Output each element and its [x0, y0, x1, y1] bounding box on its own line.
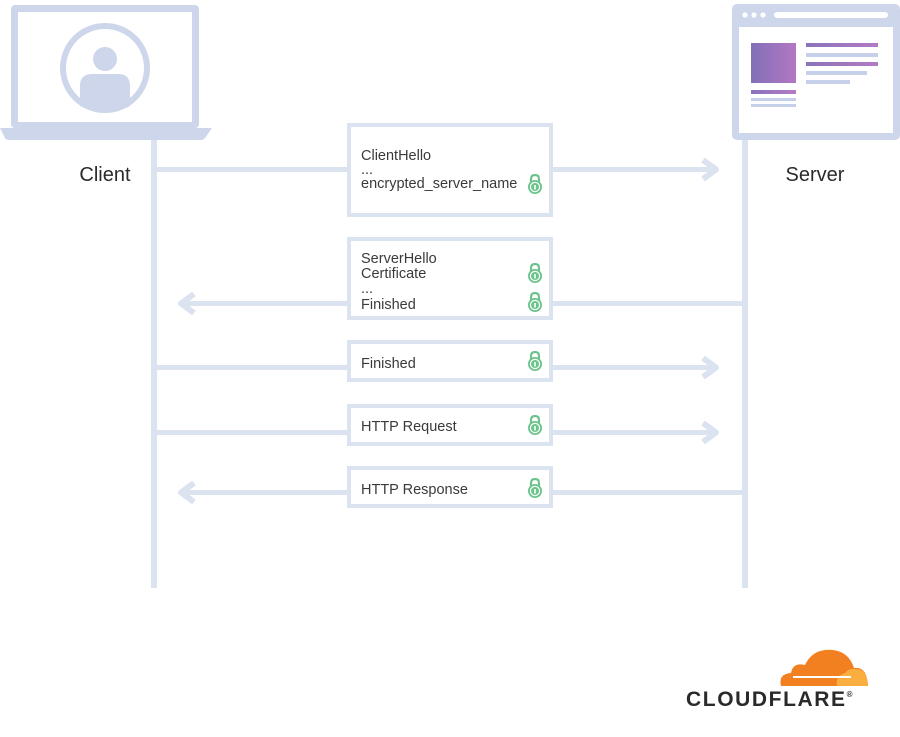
message-server-hello: ServerHello Certificate ... Finished: [347, 237, 553, 320]
lock-icon: [528, 291, 542, 312]
image-placeholder: [751, 43, 796, 83]
message-line: HTTP Response: [361, 482, 468, 498]
arrow-client-hello: [157, 157, 719, 182]
message-line: ...: [361, 162, 374, 178]
message-line: ...: [361, 281, 374, 297]
window-dot-icon: [760, 12, 766, 18]
client-laptop-icon: [0, 5, 212, 140]
message-http-request: HTTP Request: [347, 404, 553, 446]
window-dot-icon: [751, 12, 757, 18]
lock-icon: [528, 350, 542, 371]
server-label: Server: [785, 164, 845, 186]
cloudflare-cloud-icon: [780, 649, 868, 686]
message-client-finished: Finished: [347, 340, 553, 382]
message-http-response: HTTP Response: [347, 466, 553, 508]
message-line: Finished: [361, 297, 416, 313]
message-client-hello: ClientHello ... encrypted_server_name: [347, 123, 553, 217]
arrow-client-finished: [157, 355, 719, 380]
user-avatar-icon: [60, 23, 150, 113]
wordmark-text: CLOUDFLARE: [686, 688, 847, 711]
server-webpage-icon: [732, 4, 900, 140]
lock-icon: [528, 262, 542, 283]
window-dot-icon: [742, 12, 748, 18]
arrow-http-response: [178, 480, 742, 505]
message-line: ServerHello: [361, 251, 437, 267]
client-label: Client: [79, 164, 131, 186]
lock-icon: [528, 173, 542, 194]
arrow-server-hello: [178, 291, 742, 316]
message-line: HTTP Request: [361, 419, 457, 435]
lock-icon: [528, 477, 542, 498]
server-lifeline: [742, 136, 748, 588]
message-line: encrypted_server_name: [361, 176, 518, 192]
message-line: Finished: [361, 356, 416, 372]
lock-icon: [528, 414, 542, 435]
message-line: Certificate: [361, 266, 427, 282]
arrow-http-request: [157, 420, 719, 445]
message-line: ClientHello: [361, 148, 432, 164]
cloudflare-wordmark: CLOUDFLARE®: [686, 688, 853, 712]
registered-mark: ®: [846, 690, 853, 699]
client-lifeline: [151, 136, 157, 588]
